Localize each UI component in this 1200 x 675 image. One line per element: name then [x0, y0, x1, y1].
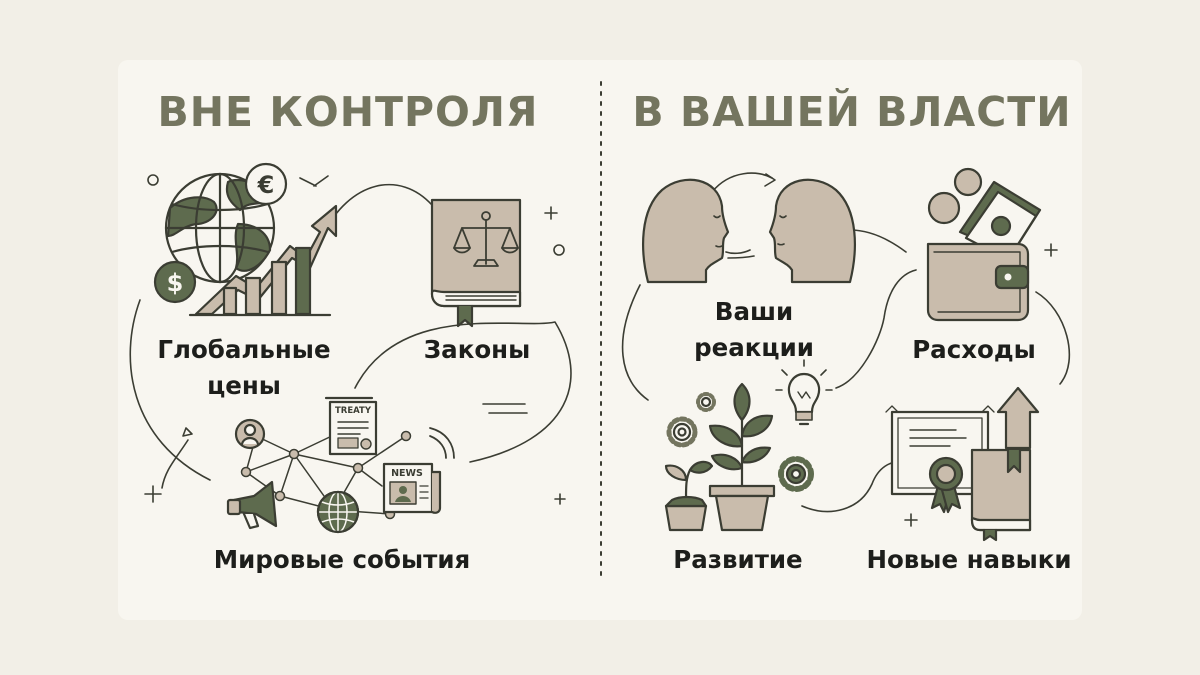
- label-line: Мировые события: [213, 545, 471, 574]
- label-line: Ваши: [714, 297, 794, 326]
- label-expenses: Расходы: [894, 332, 1054, 368]
- face-profile-right-icon: [768, 178, 856, 284]
- scales-icon: [453, 211, 519, 267]
- connector-lines-right: [621, 172, 1070, 513]
- law-book-icon: [430, 198, 522, 328]
- arrow-up-icon: [996, 386, 1040, 450]
- euro-coin-icon: [244, 162, 288, 206]
- medal-icon: [928, 456, 964, 514]
- potted-plant-icon: [708, 382, 776, 532]
- dollar-symbol: $: [167, 269, 184, 297]
- megaphone-icon: [226, 480, 278, 530]
- face-profile-left-icon: [642, 178, 730, 284]
- label-laws: Законы: [402, 332, 552, 368]
- label-line: Глобальные: [157, 335, 331, 364]
- rising-chart-icon: [188, 204, 338, 317]
- label-line: Расходы: [912, 335, 1036, 364]
- label-new-skills: Новые навыки: [846, 542, 1092, 578]
- right-panel-title: В ВАШЕЙ ВЛАСТИ: [632, 88, 1072, 136]
- label-line: цены: [207, 371, 281, 400]
- treaty-document-icon: [324, 396, 378, 456]
- label-world-events: Мировые события: [190, 542, 494, 578]
- left-panel-title: ВНЕ КОНТРОЛЯ: [157, 88, 539, 136]
- news-tag: NEWS: [391, 468, 423, 479]
- label-line: Законы: [423, 335, 531, 364]
- globe-icon: [164, 172, 276, 284]
- euro-symbol: €: [257, 171, 275, 199]
- wallet-icon: [926, 242, 1030, 322]
- label-line: Новые навыки: [866, 545, 1072, 574]
- label-development: Развитие: [650, 542, 826, 578]
- label-global-prices: Глобальные цены: [128, 332, 360, 404]
- certificate-icon: [885, 405, 995, 496]
- lightbulb-icon: [775, 359, 833, 426]
- decor-marks-right: [904, 243, 1058, 527]
- news-paper-icon: [382, 462, 442, 514]
- decor-marks-left: [144, 174, 566, 505]
- treaty-tag: TREATY: [335, 406, 372, 416]
- label-your-reactions: Ваши реакции: [664, 294, 844, 366]
- dollar-coin-icon: [153, 260, 197, 304]
- gear-icon: [666, 392, 814, 492]
- person-node-icon: [234, 418, 266, 450]
- coins-icon: [927, 167, 983, 225]
- seedling-icon: [664, 460, 714, 532]
- label-line: реакции: [694, 333, 814, 362]
- book-icon: [970, 448, 1032, 542]
- globe-small-icon: [316, 490, 360, 534]
- label-line: Развитие: [673, 545, 803, 574]
